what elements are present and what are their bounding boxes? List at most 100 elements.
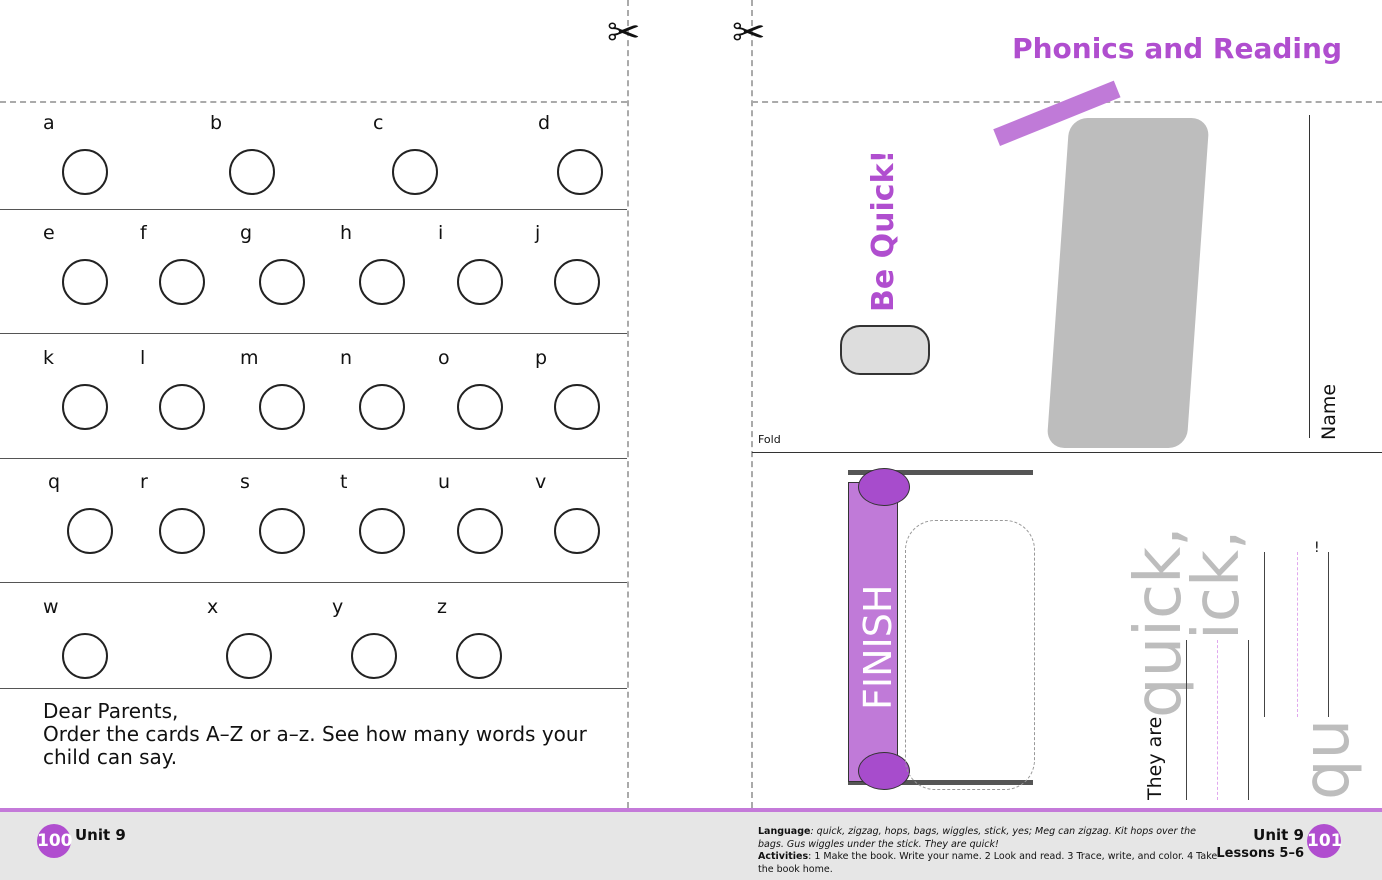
race-track-illustration (1046, 118, 1210, 448)
card-letter: l (140, 347, 146, 369)
name-label: Name (1318, 383, 1340, 440)
lemon-icon (152, 375, 212, 435)
exclamation: ! (1314, 540, 1320, 556)
card-letter: b (210, 112, 223, 134)
igloo-icon (450, 250, 510, 310)
card-letter: f (140, 222, 147, 244)
children-illustration (905, 520, 1035, 790)
row-divider (0, 458, 627, 459)
balloon-icon (858, 468, 910, 506)
card-letter: r (140, 471, 148, 493)
row-divider (0, 333, 627, 334)
nut-icon (352, 375, 412, 435)
parents-greeting: Dear Parents, (43, 699, 179, 723)
card-letter: q (48, 471, 61, 493)
fox-icon (152, 250, 212, 310)
sad-face-icon (252, 499, 312, 559)
card-letter: e (43, 222, 55, 244)
writing-line[interactable] (1186, 640, 1187, 800)
card-letter: v (535, 471, 547, 493)
cut-line-left (627, 0, 629, 808)
finish-pole (848, 780, 1033, 785)
fold-line (752, 452, 1382, 453)
card-letter: u (438, 471, 451, 493)
card-letter: y (332, 596, 344, 618)
row-divider (0, 209, 627, 210)
orange-icon (450, 375, 510, 435)
activities-label: Activities (758, 851, 809, 862)
parents-text: Order the cards A–Z or a–z. See how many… (43, 722, 587, 769)
egg-icon (55, 250, 115, 310)
parents-note: Dear Parents, Order the cards A–Z or a–z… (43, 700, 613, 769)
rain-icon (152, 499, 212, 559)
happy-face-icon (352, 250, 412, 310)
card-letter: t (340, 471, 348, 493)
rabbit-reading-illustration (840, 325, 930, 375)
unit-label: Unit 9 (75, 826, 126, 844)
up-arrow-icon (450, 499, 510, 559)
card-letter: h (340, 222, 353, 244)
language-label: Language (758, 826, 811, 837)
scissors-icon: ✂ (732, 10, 766, 56)
writing-line[interactable] (1248, 640, 1249, 800)
ball-icon (222, 140, 282, 200)
unit-label: Unit 9 (1253, 826, 1304, 844)
zipper-icon (449, 624, 509, 684)
finish-banner-text: FINISH (856, 584, 900, 710)
pot-icon (547, 375, 607, 435)
cut-line-top-left (0, 101, 627, 103)
name-line (1309, 115, 1310, 438)
writing-midline (1217, 640, 1218, 800)
card-letter: x (207, 596, 219, 618)
card-letter: i (438, 222, 444, 244)
table-icon (352, 499, 412, 559)
trace-word: ick, (1180, 529, 1254, 640)
lessons-label: Lessons 5–6 (1216, 846, 1304, 861)
finish-pole (848, 470, 1033, 475)
x-ray-icon (219, 624, 279, 684)
jam-icon (547, 250, 607, 310)
card-letter: w (43, 596, 59, 618)
quilt-icon (60, 499, 120, 559)
card-letter: s (240, 471, 250, 493)
row-divider (0, 688, 627, 689)
card-letter: p (535, 347, 548, 369)
card-letter: g (240, 222, 253, 244)
game-icon (252, 250, 312, 310)
trace-word: qu (1290, 718, 1364, 800)
card-letter: c (373, 112, 384, 134)
card-letter: j (535, 222, 541, 244)
page-number-badge: 100 (37, 824, 73, 858)
page-number-badge: 101 (1307, 824, 1343, 858)
sentence-text: They are (1144, 716, 1166, 800)
page-title: Phonics and Reading (1012, 32, 1342, 65)
activities-text: : 1 Make the book. Write your name. 2 Lo… (758, 851, 1218, 875)
language-text: : quick, zigzag, hops, bags, wiggles, st… (758, 826, 1196, 850)
card-letter: d (538, 112, 551, 134)
monkey-icon (252, 375, 312, 435)
card-letter: a (43, 112, 55, 134)
writing-line[interactable] (1264, 552, 1265, 717)
row-divider (0, 582, 627, 583)
cover-title: Be Quick! (866, 149, 901, 312)
card-letter: n (340, 347, 353, 369)
van-icon (547, 499, 607, 559)
teacher-notes: Language: quick, zigzag, hops, bags, wig… (758, 826, 1223, 876)
footer: 100 Unit 9 Language: quick, zigzag, hops… (0, 808, 1382, 880)
writing-midline (1297, 552, 1298, 717)
check-icon (344, 624, 404, 684)
cake-icon (385, 140, 445, 200)
card-letter: z (437, 596, 447, 618)
cut-line-right (751, 0, 753, 808)
apple-icon (55, 140, 115, 200)
winner-icon (55, 624, 115, 684)
card-letter: o (438, 347, 450, 369)
finish-banner (848, 482, 898, 782)
writing-line[interactable] (1328, 552, 1329, 717)
card-letter: m (240, 347, 259, 369)
balloon-icon (858, 752, 910, 790)
scissors-icon: ✂ (607, 10, 641, 56)
card-letter: k (43, 347, 55, 369)
fold-label: Fold (758, 433, 781, 446)
door-icon (550, 140, 610, 200)
